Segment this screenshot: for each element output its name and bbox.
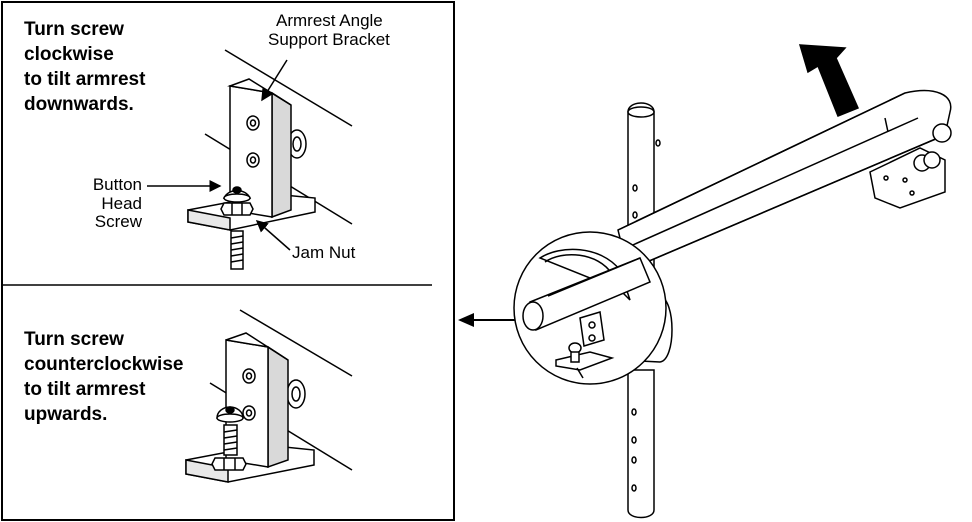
armrest-assembly-illustration [617,44,952,519]
top-leader-lines [147,59,291,251]
bottom-instruction-line-4: upwards. [24,403,108,425]
screw-label-line-1: Button [92,175,142,194]
jam-nut-label: Jam Nut [292,243,356,262]
bottom-instruction-line-2: counterclockwise [24,353,184,375]
bottom-instruction: Turn screw counterclockwise to tilt armr… [24,329,184,426]
bracket-label-line-1: Armrest Angle [276,11,383,30]
bottom-instruction-line-3: to tilt armrest [24,378,146,400]
screw-label-line-2: Head [101,193,142,213]
magnified-detail-circle [513,231,667,385]
callout-arrow [458,313,516,327]
top-instruction-line-3: to tilt armrest [24,68,146,90]
bottom-instruction-line-1: Turn screw [24,329,124,350]
screw-label-line-3: Screw [94,212,142,232]
top-instruction-line-1: Turn screw [24,19,124,40]
top-instruction-line-2: clockwise [24,43,114,65]
top-instruction-line-4: downwards. [24,93,134,115]
bracket-label-line-2: Support Bracket [268,29,390,49]
button-head-screw-label: Button Head Screw [64,175,142,232]
bottom-bracket-illustration [185,309,353,483]
top-bracket-illustration [187,49,353,270]
bracket-label: Armrest Angle Support Bracket [268,11,390,49]
inset-panel-frame [1,1,455,521]
top-instruction: Turn screw clockwise to tilt armrest dow… [24,19,146,116]
